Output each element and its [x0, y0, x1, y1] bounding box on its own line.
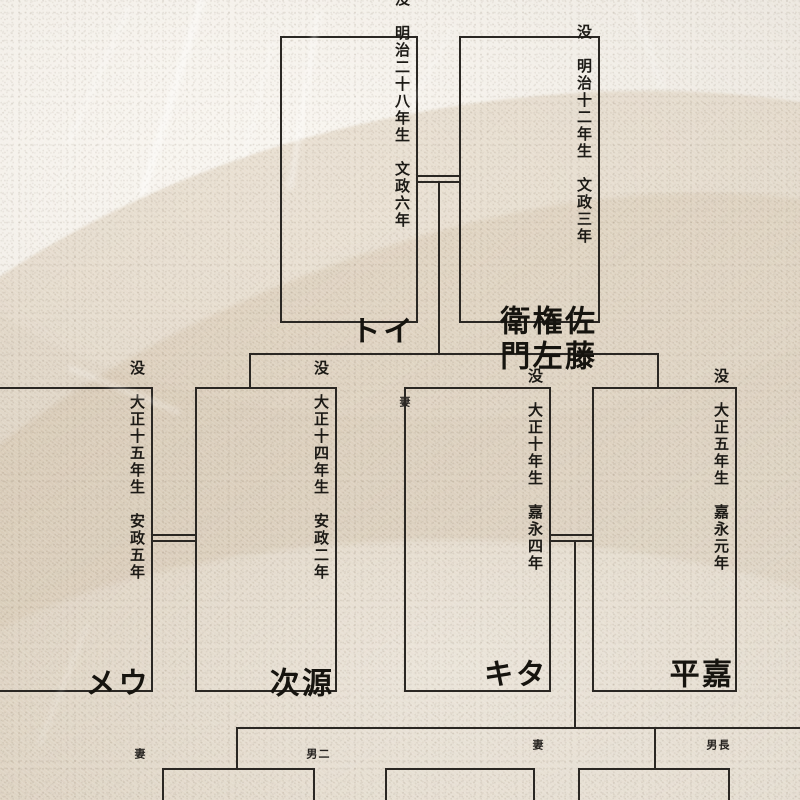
marriage-link-gen2-right-upper [551, 534, 593, 536]
sibling-drop-kahei [657, 353, 659, 388]
person-name-ume: ウメ [79, 666, 147, 702]
marriage-link-gen2-left-upper [152, 534, 195, 536]
birth-line-taki: 生 嘉永四年 [526, 470, 544, 572]
death-line-genji: 没 大正十四年 [312, 359, 330, 479]
person-box-sato-gonzaemon[interactable]: 没 明治十二年 生 文政三年 佐藤 権左衛門 [459, 24, 600, 410]
dates-ume: 没 大正十五年 生 安政五年 [123, 359, 146, 581]
person-name-taki: タキ [477, 658, 545, 693]
relation-label-kahei: 長男 [704, 739, 730, 751]
birth-line-ume: 生 安政五年 [128, 478, 146, 581]
person-name-sato-gonzaemon: 佐藤 権左衛門 [494, 305, 594, 410]
death-line-ume: 没 大正十五年 [128, 359, 146, 479]
descent-line-gen1 [438, 181, 440, 354]
person-box-ume[interactable]: 没 大正十五年 生 安政五年 ウメ 妻 [0, 360, 153, 760]
person-name-kahei: 嘉平 [663, 658, 731, 693]
paper-highlight-top [0, 0, 800, 420]
birth-line-ito: 生 文政六年 [393, 127, 411, 229]
sibling-drop-gen3-right [654, 727, 656, 769]
birth-line-kahei: 生 嘉永元年 [712, 470, 730, 572]
dates-taki: 没 大正十年 生 嘉永四年 [521, 368, 544, 572]
sibling-bar-gen3 [236, 727, 800, 729]
marriage-link-gen1-upper [418, 175, 461, 177]
dates-ito: 没 明治二十八年 生 文政六年 [388, 0, 411, 229]
relation-label-genji: 二男 [304, 747, 330, 760]
descent-line-gen2 [574, 540, 576, 728]
birth-line-sato-gonzaemon: 生 文政三年 [575, 143, 593, 245]
birth-line-genji: 生 安政二年 [312, 478, 330, 581]
person-box-gen3-right[interactable] [578, 768, 730, 800]
death-line-ito: 没 明治二十八年 [393, 0, 411, 127]
person-name-ito: イト [344, 315, 412, 350]
person-box-genji[interactable]: 没 大正十四年 生 安政二年 源次 二男 [195, 360, 337, 760]
dates-genji: 没 大正十四年 生 安政二年 [307, 359, 330, 581]
person-box-gen3-middle[interactable] [385, 768, 535, 800]
person-box-taki[interactable]: 没 大正十年 生 嘉永四年 タキ 妻 [404, 368, 551, 751]
death-line-sato-gonzaemon: 没 明治十二年 [575, 24, 593, 143]
dates-kahei: 没 大正五年 生 嘉永元年 [707, 368, 730, 572]
sibling-drop-genji [249, 353, 251, 388]
person-name-genji: 源次 [263, 666, 331, 702]
person-box-kahei[interactable]: 没 大正五年 生 嘉永元年 嘉平 長男 [592, 368, 737, 751]
death-line-taki: 没 大正十年 [526, 368, 544, 470]
person-box-ito[interactable]: 没 明治二十八年 生 文政六年 イト 妻 [280, 0, 418, 408]
relation-label-taki: 妻 [531, 739, 544, 751]
death-line-kahei: 没 大正五年 [712, 368, 730, 470]
paper-highlight-bottom [0, 540, 800, 800]
marriage-link-gen2-right-lower [551, 540, 593, 542]
sibling-drop-gen3-left [236, 727, 238, 769]
marriage-link-gen2-left-lower [152, 540, 195, 542]
relation-label-ume: 妻 [133, 747, 146, 760]
dates-sato-gonzaemon: 没 明治十二年 生 文政三年 [570, 24, 593, 245]
sibling-bar-gen2 [249, 353, 659, 355]
person-box-gen3-left[interactable] [162, 768, 315, 800]
